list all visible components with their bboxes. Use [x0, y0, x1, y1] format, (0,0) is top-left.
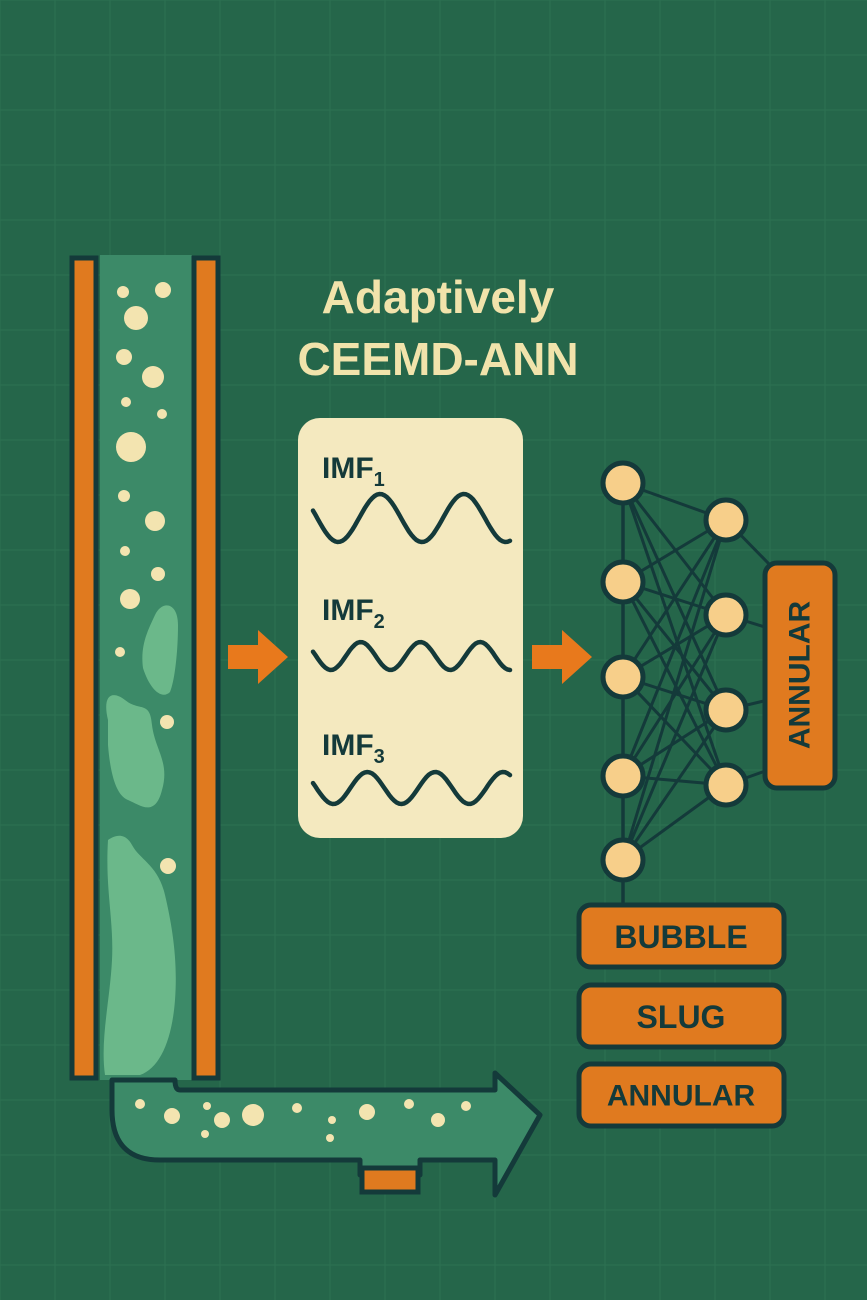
vertical-pipe — [69, 255, 221, 1081]
class-output-list: BUBBLE SLUG ANNULAR — [576, 902, 787, 1129]
bubble — [142, 366, 164, 388]
wave-icon — [310, 769, 513, 807]
network-edge — [621, 614, 728, 861]
imf-label-1: IMF1 — [322, 452, 385, 491]
bubble — [214, 1112, 230, 1128]
bubble — [326, 1134, 334, 1142]
bubble — [431, 1113, 445, 1127]
pipe-bubbles — [115, 282, 176, 874]
outlet-pipe — [109, 1070, 543, 1198]
bubble — [328, 1116, 336, 1124]
slug-blob-2 — [142, 605, 178, 695]
bubble — [116, 432, 146, 462]
outlet-arrow-icon — [109, 1070, 543, 1198]
right-arrow-icon — [532, 630, 592, 684]
bubble — [160, 858, 176, 874]
bubble — [155, 282, 171, 298]
network-node — [703, 687, 749, 733]
network-edge — [621, 519, 728, 678]
bubble — [242, 1104, 264, 1126]
bubble — [117, 286, 129, 298]
network-edge — [621, 519, 728, 777]
imf-label-3: IMF3 — [322, 729, 385, 768]
bubble — [292, 1103, 302, 1113]
bubble — [164, 1108, 180, 1124]
network-node — [600, 460, 646, 506]
bubble — [404, 1099, 414, 1109]
bubble — [120, 589, 140, 609]
bubble — [116, 349, 132, 365]
bubble — [118, 490, 130, 502]
network-node — [703, 592, 749, 638]
network-connections — [621, 481, 772, 905]
outlet-bubbles — [135, 1099, 471, 1142]
class-box-slug — [576, 982, 787, 1050]
bubble — [120, 546, 130, 556]
bubble — [160, 715, 174, 729]
title-line-2: CEEMD-ANN — [297, 333, 578, 385]
bubble — [461, 1101, 471, 1111]
network-edge — [621, 709, 728, 861]
network-node — [600, 753, 646, 799]
network-edge — [621, 519, 728, 861]
bubble — [359, 1104, 375, 1120]
bubble — [115, 647, 125, 657]
neural-network-icon — [600, 460, 772, 905]
bubble — [203, 1102, 211, 1110]
network-node — [600, 559, 646, 605]
slug-blob-3 — [103, 835, 176, 1075]
bubble — [121, 397, 131, 407]
bubble — [124, 306, 148, 330]
class-label-bubble: BUBBLE — [614, 919, 747, 955]
network-edge — [621, 482, 728, 616]
pipe-wall-right — [191, 255, 221, 1081]
wave-icon — [310, 639, 513, 673]
network-edge — [621, 581, 728, 786]
bubble — [151, 567, 165, 581]
imf-label-2: IMF2 — [322, 594, 385, 633]
class-label-annular: ANNULAR — [607, 1080, 756, 1113]
bubble — [135, 1099, 145, 1109]
side-label-text: ANNULAR — [784, 601, 817, 750]
network-node — [600, 654, 646, 700]
right-arrow-icon — [228, 630, 288, 684]
network-node — [703, 497, 749, 543]
imf-panel: IMF1 IMF2 IMF3 — [298, 418, 523, 838]
side-label-box — [762, 560, 838, 791]
outlet-pipe-icon — [359, 1165, 421, 1195]
class-box-annular — [576, 1061, 787, 1129]
bubble — [157, 409, 167, 419]
bubble — [201, 1130, 209, 1138]
network-node — [600, 837, 646, 883]
title-line-1: Adaptively — [322, 271, 555, 323]
class-box-bubble — [576, 902, 787, 970]
pipe-wall-left — [69, 255, 99, 1081]
network-nodes — [600, 460, 749, 883]
wave-icon — [310, 491, 513, 545]
slug-blob-1 — [106, 695, 165, 808]
side-output-label: ANNULAR — [762, 560, 838, 791]
network-edge — [621, 614, 728, 777]
bubble — [145, 511, 165, 531]
network-edge — [621, 675, 728, 787]
network-node — [703, 762, 749, 808]
class-label-slug: SLUG — [637, 999, 726, 1035]
